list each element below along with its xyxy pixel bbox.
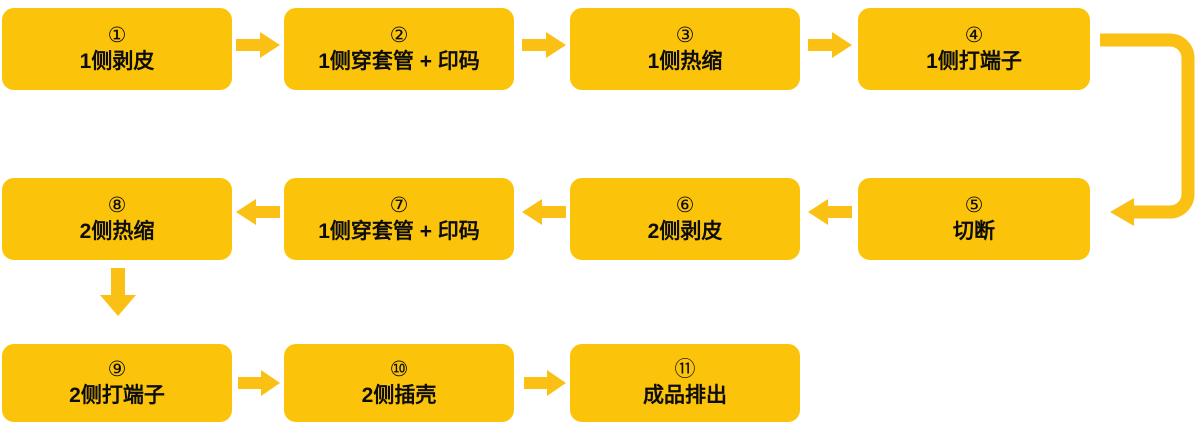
node-number: ⑩: [389, 358, 409, 382]
arrow-right-2-to-3: [522, 32, 566, 58]
node-number: ①: [107, 24, 127, 48]
arrow-left-6-to-7: [522, 199, 566, 225]
process-node-11[interactable]: ⑪ 成品排出: [570, 344, 800, 422]
node-number: ⑥: [675, 194, 695, 218]
node-number: ②: [389, 24, 409, 48]
node-number: ⑤: [964, 194, 984, 218]
node-number: ⑨: [107, 358, 127, 382]
arrow-right-10-to-11: [524, 370, 566, 396]
node-label: 1侧剥皮: [79, 49, 155, 73]
node-number: ④: [964, 24, 984, 48]
arrow-down-8-to-9: [100, 268, 136, 316]
process-node-2[interactable]: ② 1侧穿套管 + 印码: [284, 8, 514, 90]
arrow-right-3-to-4: [808, 32, 852, 58]
node-number: ③: [675, 24, 695, 48]
node-label: 1侧打端子: [926, 49, 1022, 73]
node-label: 2侧插壳: [361, 383, 437, 407]
process-node-7[interactable]: ⑦ 1侧穿套管 + 印码: [284, 178, 514, 260]
arrow-left-7-to-8: [236, 199, 280, 225]
process-node-3[interactable]: ③ 1侧热缩: [570, 8, 800, 90]
node-number: ⑪: [674, 358, 696, 382]
process-node-9[interactable]: ⑨ 2侧打端子: [2, 344, 232, 422]
node-number: ⑧: [107, 194, 127, 218]
arrow-right-1-to-2: [236, 32, 280, 58]
node-label: 成品排出: [643, 383, 727, 407]
arrow-left-5-to-6: [808, 199, 852, 225]
process-node-6[interactable]: ⑥ 2侧剥皮: [570, 178, 800, 260]
process-node-10[interactable]: ⑩ 2侧插壳: [284, 344, 514, 422]
arrow-right-9-to-10: [238, 370, 280, 396]
process-node-4[interactable]: ④ 1侧打端子: [858, 8, 1090, 90]
node-label: 切断: [953, 219, 995, 243]
node-label: 1侧热缩: [647, 49, 723, 73]
node-label: 2侧剥皮: [647, 219, 723, 243]
node-label: 2侧打端子: [69, 383, 165, 407]
node-label: 1侧穿套管 + 印码: [318, 219, 480, 243]
node-number: ⑦: [389, 194, 409, 218]
process-node-5[interactable]: ⑤ 切断: [858, 178, 1090, 260]
process-node-8[interactable]: ⑧ 2侧热缩: [2, 178, 232, 260]
process-node-1[interactable]: ① 1侧剥皮: [2, 8, 232, 90]
node-label: 1侧穿套管 + 印码: [318, 49, 480, 73]
elbow-connector-4-to-5: [1096, 32, 1200, 232]
node-label: 2侧热缩: [79, 219, 155, 243]
